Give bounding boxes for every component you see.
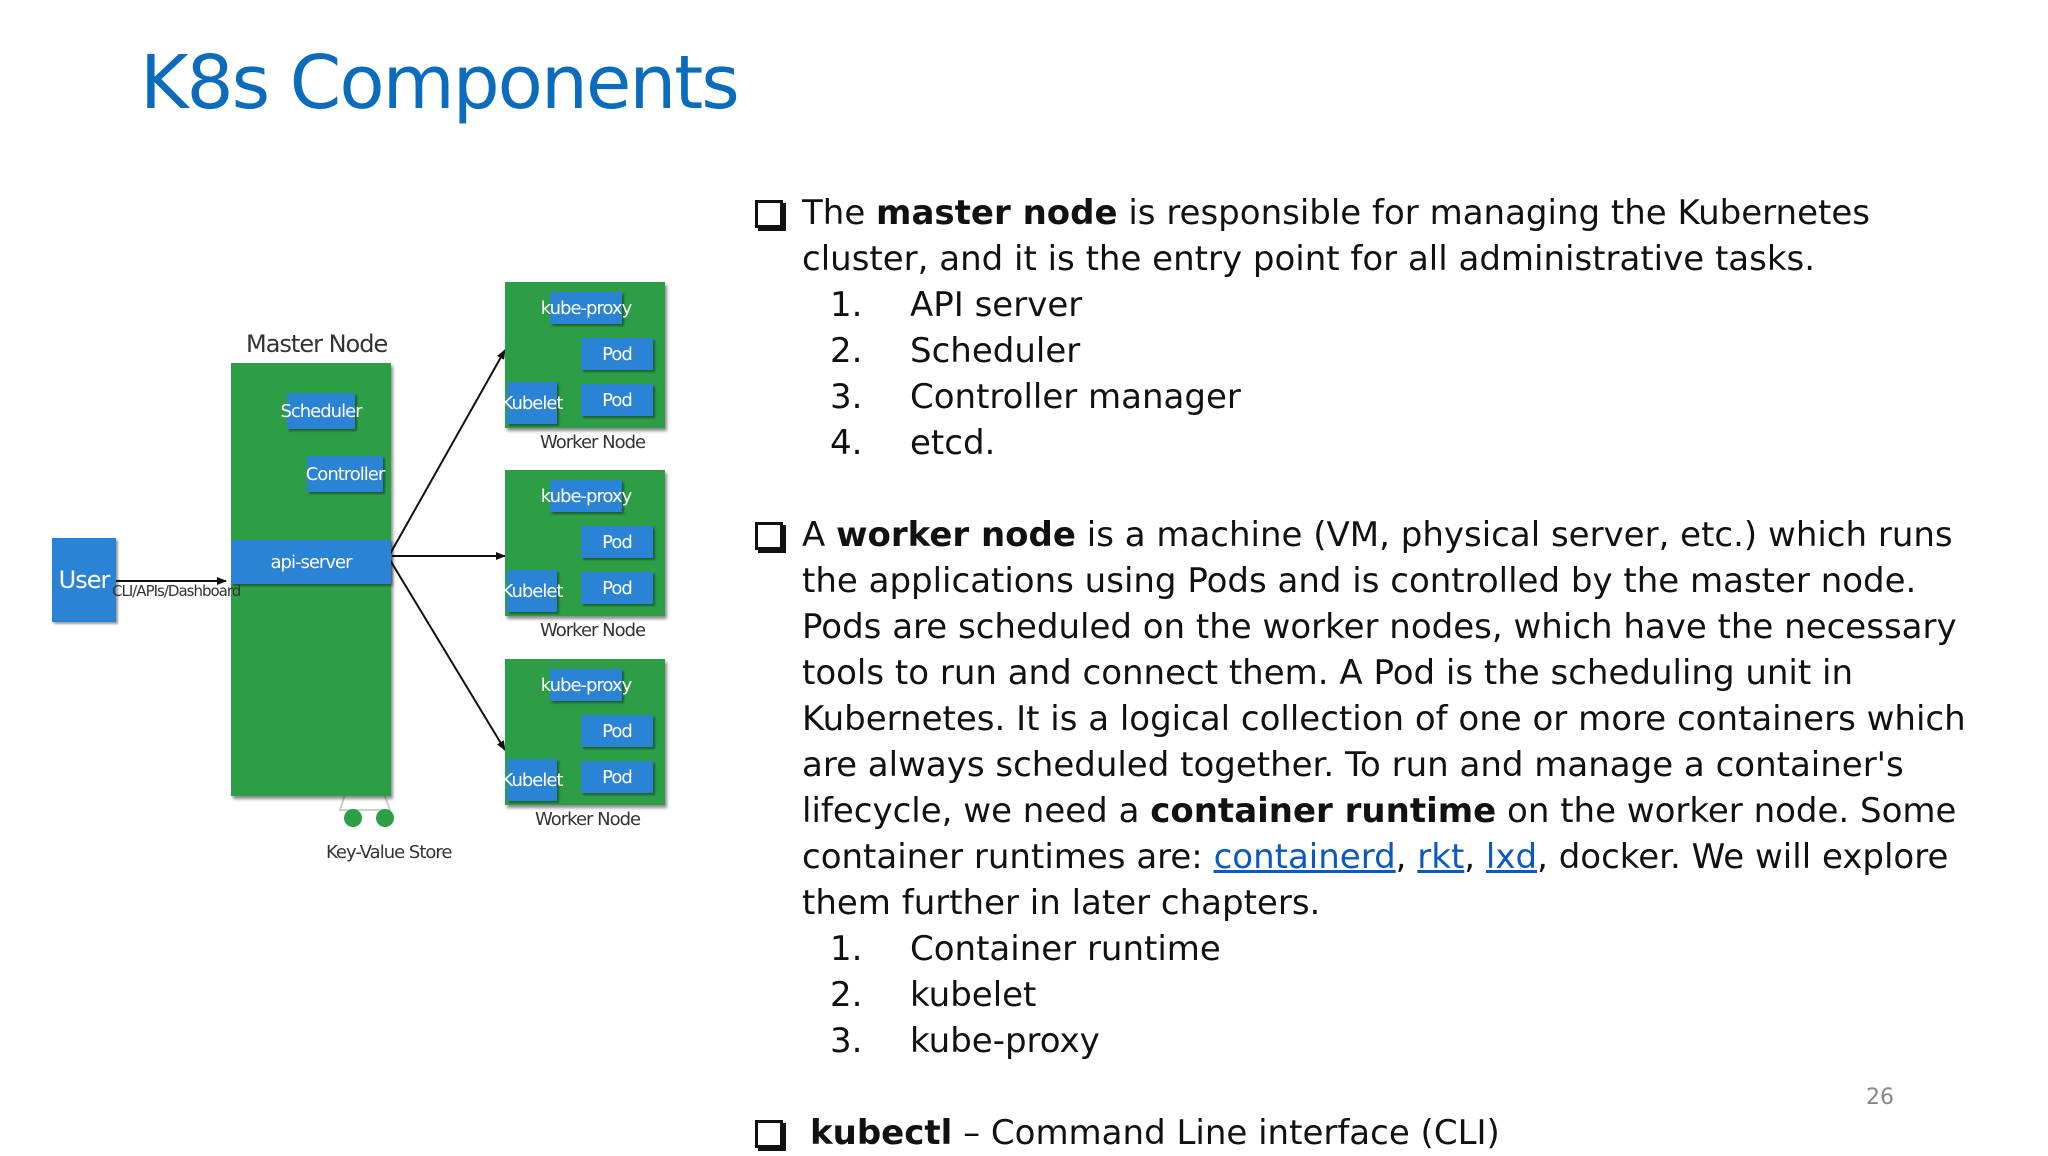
bullet-text: is a machine (VM, physical server, etc.)… bbox=[802, 515, 1966, 831]
lxd-link[interactable]: lxd bbox=[1485, 837, 1538, 877]
key-value-store-label: Key-Value Store bbox=[326, 842, 452, 863]
list-number: 3. bbox=[830, 377, 863, 417]
cli-apis-label: CLI/APIs/Dashboard bbox=[112, 582, 241, 600]
api-to-worker1-arrow bbox=[389, 349, 506, 555]
kubelet-box: Kubelet bbox=[502, 382, 563, 424]
api-server-box: api-server bbox=[231, 540, 391, 584]
list-item: 4. etcd. bbox=[830, 420, 1992, 466]
kube-proxy-box: kube-proxy bbox=[541, 480, 632, 512]
list-number: 4. bbox=[830, 423, 863, 463]
list-item: 2. kubelet bbox=[830, 972, 1992, 1018]
kubelet-box: Kubelet bbox=[502, 759, 563, 801]
worker-node-label: Worker Node bbox=[540, 432, 646, 453]
list-text: Controller manager bbox=[910, 377, 1241, 417]
pod-box: Pod bbox=[581, 572, 653, 604]
worker-components-list: 1. Container runtime 2. kubelet 3. kube-pro… bbox=[752, 926, 1992, 1064]
worker-node-label: Worker Node bbox=[540, 620, 646, 641]
checkbox-bullet-icon bbox=[755, 1120, 783, 1148]
pod-box: Pod bbox=[581, 715, 653, 747]
master-node-label: Master Node bbox=[246, 330, 388, 358]
checkbox-bullet-icon bbox=[755, 522, 783, 550]
kube-proxy-box: kube-proxy bbox=[541, 669, 632, 701]
list-item: 2. Scheduler bbox=[830, 328, 1992, 374]
master-components-list: 1. API server 2. Scheduler 3. Controller ma… bbox=[752, 282, 1992, 466]
bullet-text: on the worker node. Some container runti… bbox=[802, 791, 1957, 877]
bullet-text: is responsible for managing the Kubernet… bbox=[802, 193, 1870, 279]
list-number: 3. bbox=[830, 1021, 863, 1061]
worker-node-bullet: A worker node is a machine (VM, physical… bbox=[752, 512, 1992, 926]
scheduler-box: Scheduler bbox=[280, 393, 363, 429]
bullet-text: , docker. We will explore them further i… bbox=[802, 837, 1949, 923]
bold-term: master node bbox=[876, 193, 1118, 233]
bullet-text: A bbox=[802, 515, 837, 555]
pod-box: Pod bbox=[581, 761, 653, 793]
list-number: 1. bbox=[830, 285, 863, 325]
list-number: 1. bbox=[830, 929, 863, 969]
list-text: etcd. bbox=[910, 423, 996, 463]
list-text: Container runtime bbox=[910, 929, 1221, 969]
user-box: User bbox=[52, 538, 116, 622]
pod-box: Pod bbox=[581, 384, 653, 416]
list-text: kubelet bbox=[910, 975, 1037, 1015]
containerd-link[interactable]: containerd bbox=[1213, 837, 1396, 877]
separator: , bbox=[1464, 837, 1486, 877]
api-to-worker3-arrow bbox=[389, 559, 506, 751]
list-item: 3. Controller manager bbox=[830, 374, 1992, 420]
list-text: Scheduler bbox=[910, 331, 1081, 371]
slide-title: K8s Components bbox=[140, 40, 740, 126]
kubectl-bullet: kubectl – Command Line interface (CLI) bbox=[752, 1110, 1992, 1156]
list-text: kube-proxy bbox=[910, 1021, 1100, 1061]
page-number: 26 bbox=[1866, 1085, 1894, 1110]
rkt-link[interactable]: rkt bbox=[1417, 837, 1465, 877]
slide-content: The master node is responsible for manag… bbox=[752, 190, 1992, 1156]
bullet-text: – Command Line interface (CLI) bbox=[952, 1113, 1500, 1153]
kv-store-node-icon bbox=[376, 809, 394, 827]
bold-term: container runtime bbox=[1150, 791, 1497, 831]
list-item: 1. Container runtime bbox=[830, 926, 1992, 972]
bold-term: kubectl bbox=[810, 1113, 953, 1153]
kube-proxy-box: kube-proxy bbox=[541, 292, 632, 324]
worker-node-label: Worker Node bbox=[535, 809, 641, 830]
separator: , bbox=[1395, 837, 1418, 877]
list-number: 2. bbox=[830, 975, 863, 1015]
architecture-diagram: Master Node Scheduler Controller api-ser… bbox=[50, 270, 690, 890]
list-item: 1. API server bbox=[830, 282, 1992, 328]
list-number: 2. bbox=[830, 331, 863, 371]
list-item: 3. kube-proxy bbox=[830, 1018, 1992, 1064]
pod-box: Pod bbox=[581, 526, 653, 558]
kv-store-node-icon bbox=[344, 809, 362, 827]
list-text: API server bbox=[910, 285, 1083, 325]
master-node-bullet: The master node is responsible for manag… bbox=[752, 190, 1992, 282]
kubelet-box: Kubelet bbox=[502, 570, 563, 612]
bold-term: worker node bbox=[836, 515, 1076, 555]
pod-box: Pod bbox=[581, 338, 653, 370]
bullet-text: The bbox=[802, 193, 877, 233]
checkbox-bullet-icon bbox=[755, 200, 783, 228]
controller-box: Controller bbox=[306, 456, 385, 492]
